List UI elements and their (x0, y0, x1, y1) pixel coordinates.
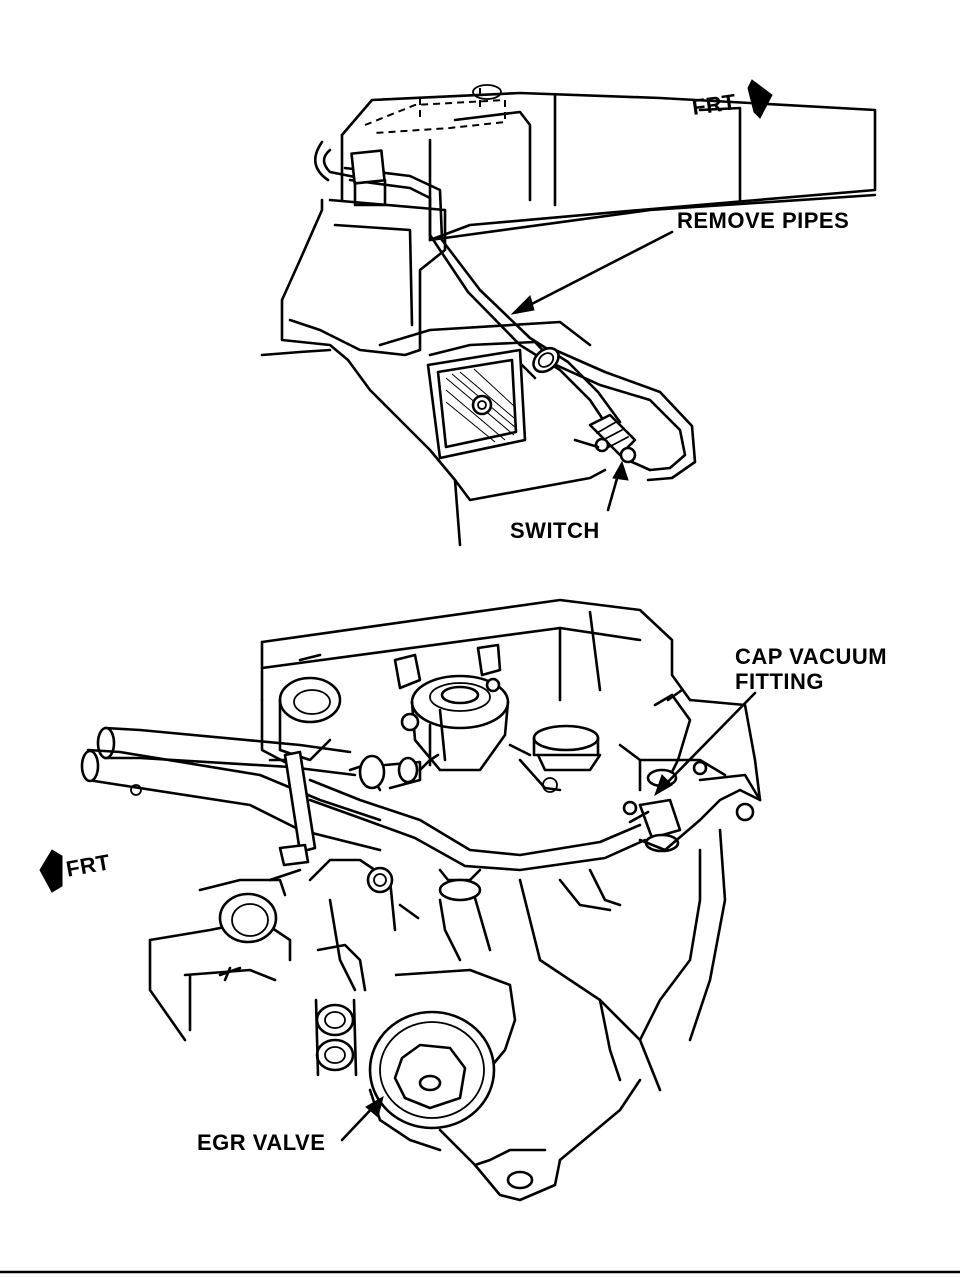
top-engine-illustration (260, 84, 877, 547)
front-arrow-icon (747, 79, 773, 119)
front-arrow-icon (39, 849, 63, 893)
callout-cap-vacuum-line2: FITTING (735, 669, 825, 694)
callout-remove-pipes: REMOVE PIPES (677, 208, 850, 233)
bottom-engine-illustration (80, 598, 762, 1202)
callout-cap-vacuum-line1: CAP VACUUM (735, 644, 888, 669)
callout-switch: SWITCH (510, 518, 600, 543)
callout-egr-valve: EGR VALVE (197, 1130, 326, 1155)
